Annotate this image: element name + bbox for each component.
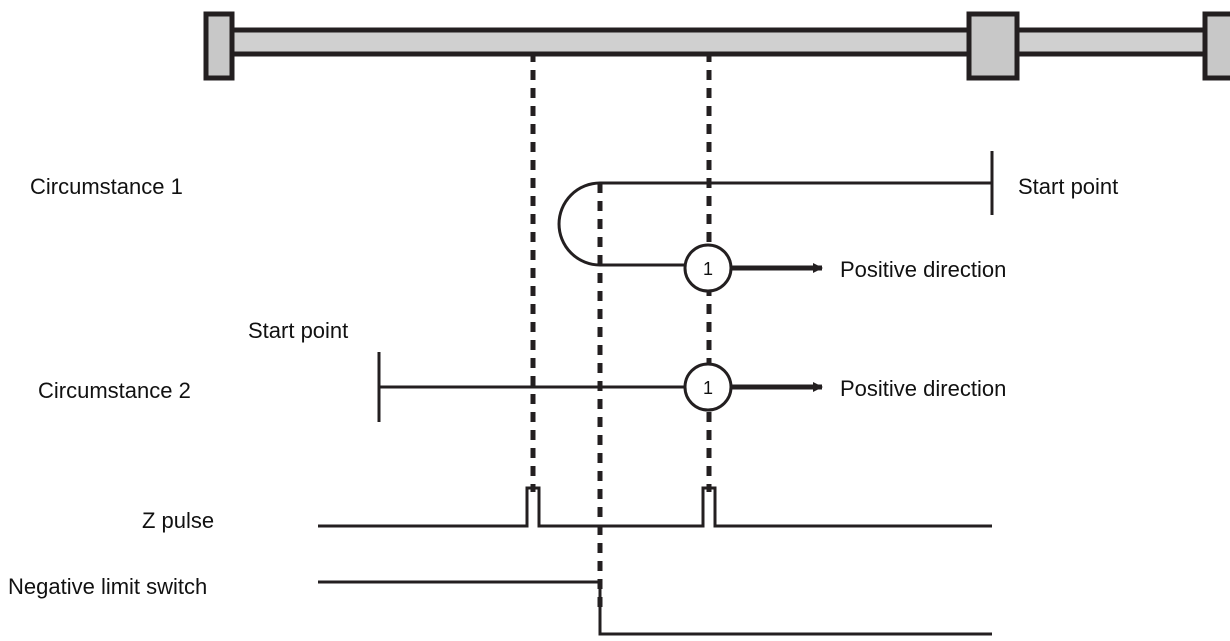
circumstance-2-home-marker [683, 362, 733, 412]
circumstance-2-path: 1 [377, 352, 823, 422]
rail [203, 11, 1230, 81]
rail-right-end-block [1202, 11, 1230, 81]
circumstance-1-path: 1 [557, 151, 994, 293]
circumstance-1-return-path [557, 181, 992, 267]
rail-bar [219, 27, 1225, 57]
z-pulse-waveform [318, 486, 992, 528]
negative-limit-switch-waveform [318, 580, 992, 636]
circumstance-1-start-point-label: Start point [1018, 174, 1118, 199]
circumstance-2-start-point-label: Start point [248, 318, 348, 343]
rail-slider-block [966, 11, 1020, 81]
z-pulse-label: Z pulse [142, 508, 214, 533]
rail-left-end-block [203, 11, 235, 81]
circumstance-1-marker-number: 1 [703, 259, 713, 279]
circumstance-1-home-marker [683, 243, 733, 293]
circumstance-1-label: Circumstance 1 [30, 174, 183, 199]
circumstance-2-direction-label: Positive direction [840, 376, 1006, 401]
circumstance-2-marker-number: 1 [703, 378, 713, 398]
circumstance-1-direction-label: Positive direction [840, 257, 1006, 282]
circumstance-2-label: Circumstance 2 [38, 378, 191, 403]
negative-limit-switch-label: Negative limit switch [8, 574, 207, 599]
